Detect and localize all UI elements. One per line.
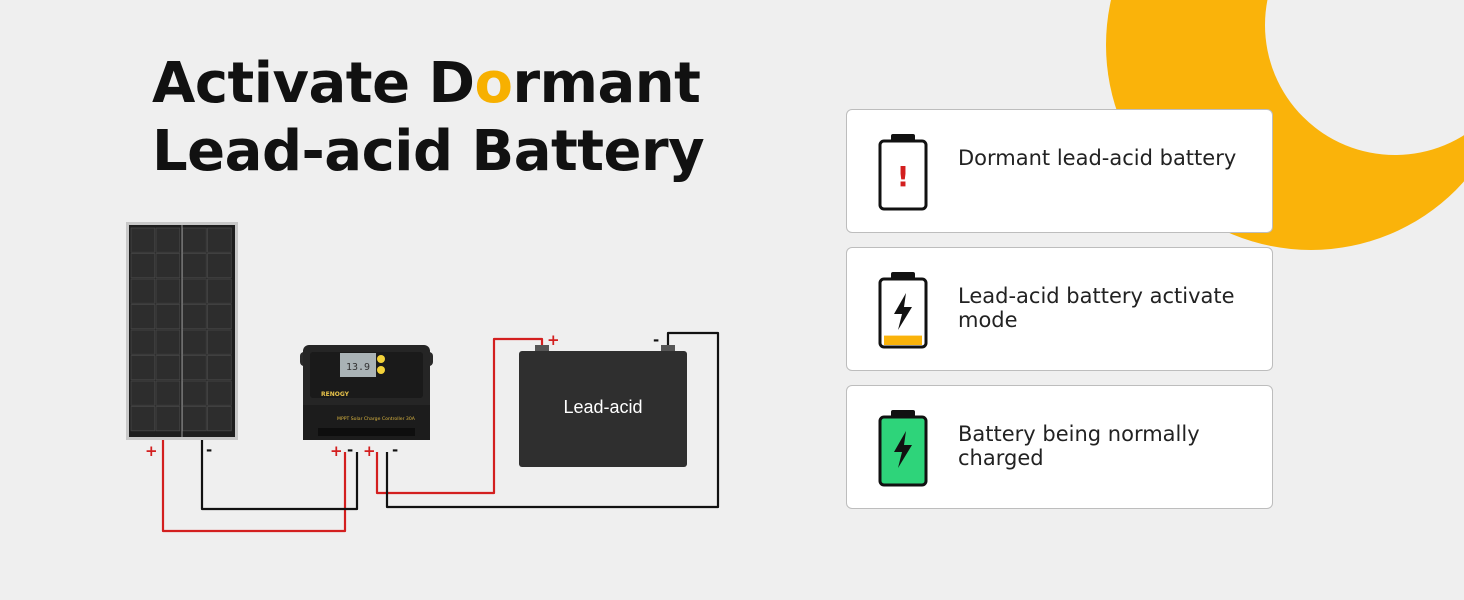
solar-cell <box>207 406 232 432</box>
title-accent-letter: o <box>474 51 513 116</box>
battery-positive-wire <box>375 337 544 495</box>
solar-cell <box>182 253 207 279</box>
controller-readout: 13.9 <box>346 362 370 373</box>
solar-cell <box>130 227 156 253</box>
solar-cell <box>182 278 207 304</box>
battery-fill-level <box>884 335 922 345</box>
battery-alert-icon: ! <box>878 134 928 211</box>
battery-negative-wire <box>385 331 720 509</box>
alert-symbol: ! <box>897 160 910 193</box>
title-part-2: rmant <box>512 51 701 116</box>
lightning-bolt-icon <box>894 431 912 468</box>
battery-charging-full-icon <box>878 410 928 487</box>
solar-cell <box>130 253 156 279</box>
solar-cell <box>182 329 207 355</box>
solar-cell <box>130 380 156 406</box>
solar-cell <box>207 227 232 253</box>
panel-negative-wire <box>200 440 359 511</box>
panel-plus-sign: + <box>145 442 158 460</box>
solar-cell <box>207 355 232 381</box>
solar-cell <box>155 406 181 432</box>
controller-model: MPPT Solar Charge Controller 30A <box>337 416 416 422</box>
lead-acid-battery: Lead-acid <box>519 345 687 467</box>
controller-brand: RENOGY <box>321 391 350 398</box>
status-card-activate: Lead-acid battery activate mode <box>846 247 1273 371</box>
solar-cell <box>155 304 181 330</box>
status-card-dormant: ! Dormant lead-acid battery <box>846 109 1273 233</box>
solar-cell <box>182 406 207 432</box>
page-title: Activate Dormant Lead-acid Battery <box>152 50 705 186</box>
card-label-activate: Lead-acid battery activate mode <box>958 284 1235 332</box>
solar-cell <box>155 227 181 253</box>
solar-cell <box>130 329 156 355</box>
battery-minus-sign: - <box>653 331 659 349</box>
controller-pv-plus-sign: + <box>330 442 343 460</box>
solar-cell <box>130 304 156 330</box>
solar-cell <box>182 380 207 406</box>
solar-cell <box>155 329 181 355</box>
card-label-dormant: Dormant lead-acid battery <box>958 146 1237 170</box>
solar-cell <box>130 278 156 304</box>
solar-cell <box>207 304 232 330</box>
panel-minus-sign: - <box>206 441 212 459</box>
solar-cell <box>155 278 181 304</box>
solar-panel <box>126 222 238 440</box>
status-card-charged: Battery being normally charged <box>846 385 1273 509</box>
controller-screen <box>340 353 376 377</box>
solar-cell <box>207 278 232 304</box>
controller-batt-plus-sign: + <box>363 442 376 460</box>
battery-charging-low-icon <box>878 272 928 349</box>
charge-controller: 13.9 RENOGY MPPT Solar Charge Controller… <box>300 345 433 440</box>
solar-cell <box>155 380 181 406</box>
controller-batt-minus-sign: - <box>392 441 398 459</box>
card-label-charged: Battery being normally charged <box>958 422 1200 470</box>
solar-cell <box>155 355 181 381</box>
lightning-bolt-icon <box>894 293 912 330</box>
battery-plus-sign: + <box>547 331 560 349</box>
solar-cell <box>207 380 232 406</box>
controller-button-1 <box>377 355 385 363</box>
controller-pv-minus-sign: - <box>347 441 353 459</box>
battery-label: Lead-acid <box>563 397 642 417</box>
solar-cell <box>182 227 207 253</box>
solar-cell <box>155 253 181 279</box>
solar-cell <box>182 355 207 381</box>
title-line-2: Lead-acid Battery <box>152 119 705 184</box>
solar-cell <box>182 304 207 330</box>
controller-button-2 <box>377 366 385 374</box>
solar-cell <box>207 253 232 279</box>
solar-cell <box>207 329 232 355</box>
solar-cell <box>130 406 156 432</box>
title-part-1: Activate D <box>152 51 475 116</box>
panel-positive-wire <box>161 440 347 533</box>
solar-cell <box>130 355 156 381</box>
